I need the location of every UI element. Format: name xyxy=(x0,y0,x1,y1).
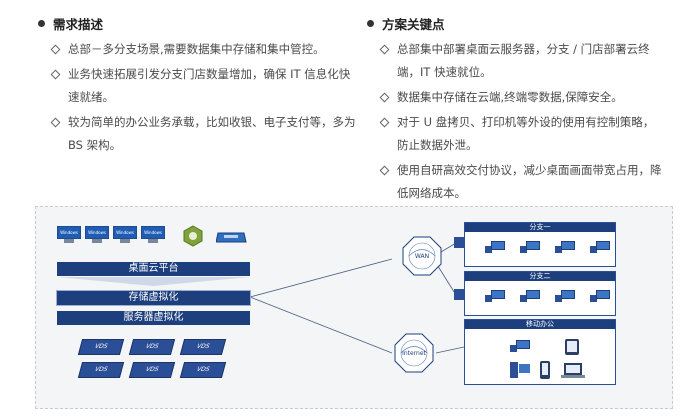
laptop-icon xyxy=(561,363,585,378)
diamond-bullet-icon xyxy=(379,92,390,103)
storage-virtualization-bar: 存储虚拟化 xyxy=(56,290,251,306)
desktop-cloud-platform-bar: 桌面云平台 xyxy=(57,262,250,276)
cloud-terminal-icon xyxy=(520,290,540,302)
requirement-item: 业务快速拓展引发分支门店数量增加，确保 IT 信息化快速就绪。 xyxy=(36,63,358,109)
vds-server-icon: VDS xyxy=(128,339,176,355)
cloud-terminal-icon xyxy=(590,241,610,253)
cloud-terminal-icon xyxy=(485,290,505,302)
vds-server-icon: VDS xyxy=(179,339,227,355)
desktop-pc-icon xyxy=(510,362,530,378)
cloud-terminal-icon xyxy=(555,241,575,253)
cloud-terminal-icon xyxy=(590,290,610,302)
windows-desktop-icon: Windows xyxy=(57,226,81,245)
wan-cloud-icon xyxy=(402,236,442,276)
cloud-terminal-icon xyxy=(485,241,505,253)
key-point-item: 对于 U 盘拷贝、打印机等外设的使用有控制策略，防止数据外泄。 xyxy=(365,111,665,157)
branch-one-title: 分支一 xyxy=(465,223,615,232)
branch-two-box: 分支二 xyxy=(464,271,616,316)
cloud-terminal-icon xyxy=(510,340,530,352)
diamond-bullet-icon xyxy=(379,117,390,128)
gear-icon xyxy=(183,225,203,247)
requirements-heading-text: 需求描述 xyxy=(53,16,104,32)
bullet-dot-icon xyxy=(38,19,45,27)
internet-cloud-icon xyxy=(394,333,434,373)
requirement-text: 总部－多分支场景,需要数据集中存储和集中管控。 xyxy=(68,42,325,56)
requirement-item: 总部－多分支场景,需要数据集中存储和集中管控。 xyxy=(36,38,358,61)
key-point-item: 使用自研高效交付协议，减少桌面画面带宽占用，降低网络成本。 xyxy=(365,159,665,205)
diamond-bullet-icon xyxy=(379,44,390,55)
server-virtualization-bar: 服务器虚拟化 xyxy=(57,311,250,325)
mobile-office-box: 移动办公 xyxy=(464,319,616,385)
mobile-office-title: 移动办公 xyxy=(465,320,615,329)
internet-label: Internet xyxy=(402,350,426,357)
requirement-item: 较为简单的办公业务承载，比如收银、电子支付等，多为 BS 架构。 xyxy=(36,111,358,157)
vds-server-icon: VDS xyxy=(179,362,227,378)
key-point-text: 对于 U 盘拷贝、打印机等外设的使用有控制策略，防止数据外泄。 xyxy=(397,115,655,152)
wan-label: WAN xyxy=(414,253,430,260)
windows-desktop-icon: Windows xyxy=(113,226,137,245)
branch-router-icon xyxy=(454,289,467,300)
windows-desktop-icon: Windows xyxy=(141,226,165,245)
key-points-section: 方案关键点 总部集中部署桌面云服务器，分支 / 门店部署云终端，IT 快速就位。… xyxy=(365,14,665,205)
requirement-text: 业务快速拓展引发分支门店数量增加，确保 IT 信息化快速就绪。 xyxy=(68,67,351,104)
vds-server-icon: VDS xyxy=(77,339,125,355)
architecture-diagram: Windows Windows Windows Windows 桌面云平台 存储… xyxy=(35,206,673,409)
branch-router-icon xyxy=(454,237,467,248)
diamond-bullet-icon xyxy=(50,117,61,128)
key-point-item: 总部集中部署桌面云服务器，分支 / 门店部署云终端，IT 快速就位。 xyxy=(365,38,665,84)
bullet-dot-icon xyxy=(367,19,374,27)
requirements-heading: 需求描述 xyxy=(36,14,358,32)
key-point-text: 数据集中存储在云端,终端零数据,保障安全。 xyxy=(397,90,623,104)
key-point-item: 数据集中存储在云端,终端零数据,保障安全。 xyxy=(365,86,665,109)
vds-server-icon: VDS xyxy=(128,362,176,378)
tablet-icon xyxy=(565,339,579,355)
requirements-section: 需求描述 总部－多分支场景,需要数据集中存储和集中管控。 业务快速拓展引发分支门… xyxy=(36,14,358,157)
key-point-text: 使用自研高效交付协议，减少桌面画面带宽占用，降低网络成本。 xyxy=(397,163,662,200)
diamond-bullet-icon xyxy=(50,69,61,80)
key-point-text: 总部集中部署桌面云服务器，分支 / 门店部署云终端，IT 快速就位。 xyxy=(397,42,650,79)
windows-desktop-icon: Windows xyxy=(85,226,109,245)
cloud-terminal-icon xyxy=(520,241,540,253)
branch-two-title: 分支二 xyxy=(465,272,615,281)
diamond-bullet-icon xyxy=(50,44,61,55)
requirement-text: 较为简单的办公业务承载，比如收银、电子支付等，多为 BS 架构。 xyxy=(68,115,356,152)
branch-one-box: 分支一 xyxy=(464,222,616,267)
terminal-device-icon xyxy=(216,232,247,243)
diamond-bullet-icon xyxy=(379,165,390,176)
vds-server-icon: VDS xyxy=(77,362,125,378)
key-points-heading: 方案关键点 xyxy=(365,14,665,32)
key-points-heading-text: 方案关键点 xyxy=(382,16,445,32)
phone-icon xyxy=(540,361,550,379)
connection-lines xyxy=(57,236,467,373)
cloud-terminal-icon xyxy=(555,290,575,302)
